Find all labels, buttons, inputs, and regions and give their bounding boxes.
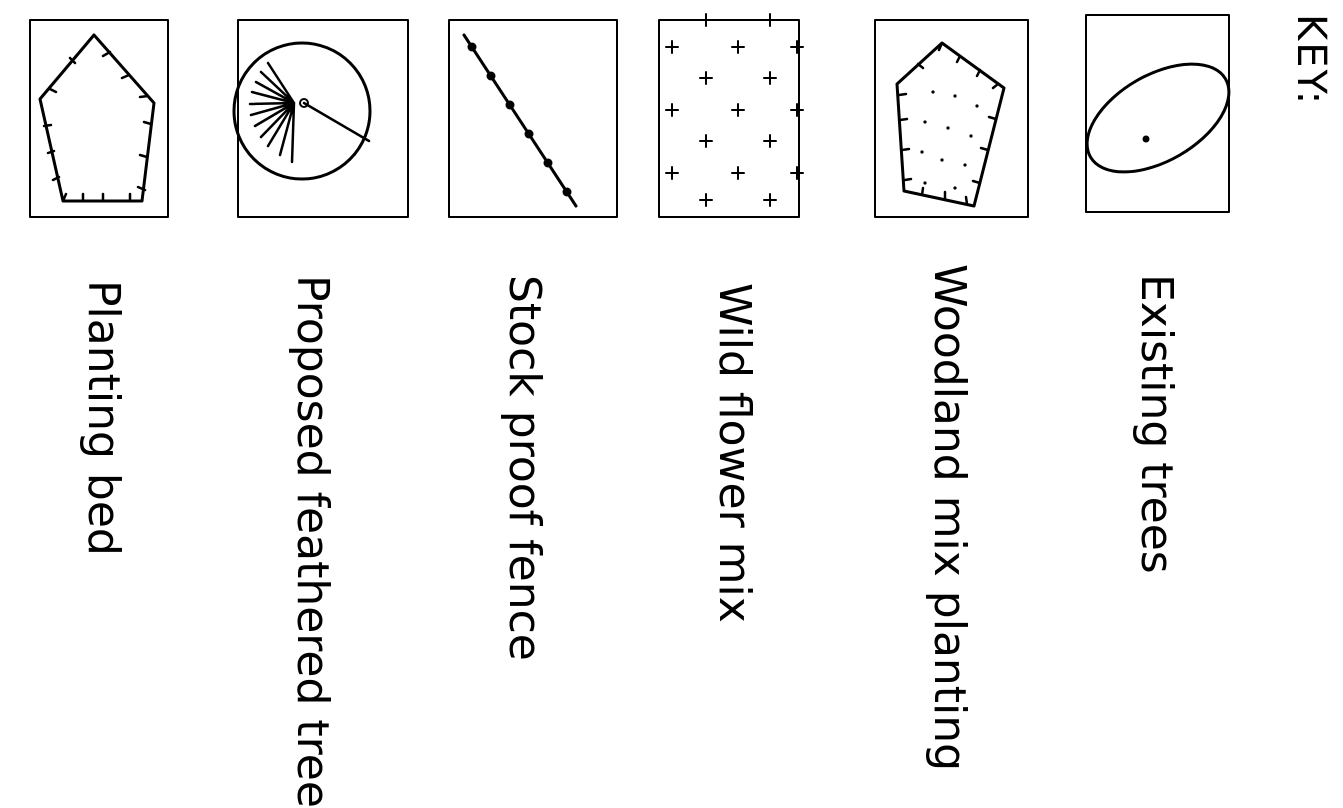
plus-mark bbox=[790, 166, 804, 180]
plus-mark bbox=[699, 134, 713, 148]
legend-label-woodland-mix: Woodland mix planting bbox=[924, 264, 975, 772]
existing-trees-symbol bbox=[1085, 14, 1231, 213]
wild-flower-mix-symbol bbox=[658, 13, 804, 218]
plus-mark bbox=[665, 166, 679, 180]
legend-label-stock-proof-fence: Stock proof fence bbox=[499, 275, 550, 661]
plus-mark bbox=[699, 13, 713, 27]
legend-label-feathered-tree: Proposed feathered tree bbox=[287, 275, 338, 808]
plus-mark bbox=[731, 40, 745, 54]
plus-mark bbox=[665, 103, 679, 117]
legend-label-planting-bed: Planting bed bbox=[78, 280, 129, 556]
woodland-mix-symbol bbox=[874, 19, 1029, 218]
plus-mark bbox=[731, 103, 745, 117]
feathered-tree-symbol bbox=[232, 19, 409, 218]
plus-mark bbox=[665, 40, 679, 54]
plus-mark bbox=[790, 103, 804, 117]
plus-mark bbox=[790, 40, 804, 54]
plus-mark bbox=[699, 71, 713, 85]
plus-mark bbox=[763, 134, 777, 148]
legend-label-existing-trees: Existing trees bbox=[1131, 274, 1182, 574]
stock-proof-fence-symbol bbox=[448, 19, 618, 218]
plus-mark bbox=[731, 166, 745, 180]
plus-mark bbox=[699, 193, 713, 207]
legend-label-wild-flower-mix: Wild flower mix bbox=[709, 283, 760, 623]
legend-symbols bbox=[29, 13, 1231, 218]
plus-mark bbox=[763, 193, 777, 207]
plus-mark bbox=[763, 71, 777, 85]
planting-bed-symbol bbox=[29, 19, 169, 218]
key-title: KEY: bbox=[1288, 14, 1334, 107]
plus-mark bbox=[763, 13, 777, 27]
